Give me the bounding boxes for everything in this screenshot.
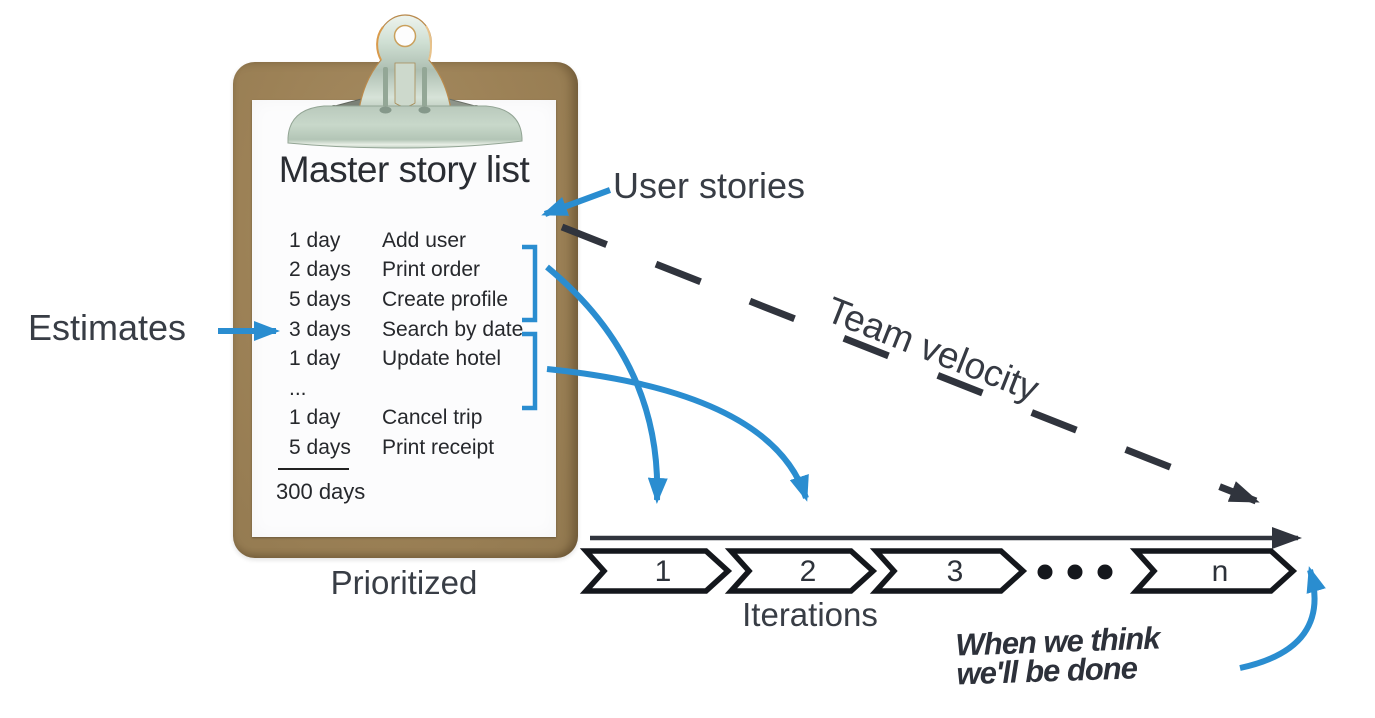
estimates-label: Estimates (28, 307, 187, 348)
story-estimate: ... (289, 376, 307, 400)
clipboard-clip-icon (287, 14, 523, 149)
iteration-3-number: 3 (947, 555, 964, 588)
clipboard-paper (252, 100, 556, 537)
iteration-chevron-1 (579, 548, 733, 594)
done-note-line2: we'll be done (955, 650, 1138, 692)
total-days: 300 days (276, 479, 366, 504)
story-estimate: 3 days (289, 317, 351, 341)
ellipsis-dots-icon (1037, 564, 1113, 580)
user-stories-label: User stories (613, 165, 806, 206)
story-title: Print order (382, 258, 481, 282)
story-estimate: 1 day (289, 228, 341, 252)
story-estimate: 2 days (289, 258, 351, 282)
story-row: 5 days Create profile (289, 285, 523, 315)
iteration-chevron-2 (724, 548, 878, 594)
story-row: 1 day Add user (289, 226, 523, 256)
story-row: ... (289, 374, 523, 404)
story-estimate: 1 day (289, 347, 341, 371)
iteration-2-number: 2 (800, 555, 817, 588)
story-title: Create profile (382, 287, 509, 311)
story-title: Add user (382, 228, 467, 252)
iteration-chevron-n (1129, 548, 1298, 594)
story-row: 1 day Update hotel (289, 344, 523, 374)
stories-to-iteration2-arrow (546, 366, 809, 502)
iteration-n-number: n (1212, 555, 1229, 588)
prioritized-caption: Prioritized (330, 564, 478, 601)
story-row: 5 days Print receipt (289, 433, 523, 463)
story-row: 3 days Search by date (289, 315, 523, 345)
done-note: When we think we'll be done (955, 620, 1161, 692)
story-title: Update hotel (382, 347, 502, 371)
master-story-list-title: Master story list (278, 149, 530, 190)
story-estimate: 5 days (289, 287, 351, 311)
sum-divider-line (278, 468, 349, 470)
iterations-label: Iterations (742, 596, 878, 633)
team-velocity-dashed-arrow (560, 223, 1260, 505)
iteration-1-number: 1 (655, 555, 672, 588)
story-row: 1 day Cancel trip (289, 404, 523, 434)
story-title: Search by date (382, 317, 524, 341)
iteration-chevron-3 (869, 548, 1028, 594)
story-title: Print receipt (382, 435, 495, 459)
story-row: 2 days Print order (289, 256, 523, 286)
story-title: Cancel trip (382, 406, 483, 430)
story-estimate: 5 days (289, 435, 351, 459)
done-note-arrow (1239, 566, 1326, 671)
story-estimate: 1 day (289, 406, 341, 430)
team-velocity-label: Team velocity (820, 289, 1045, 410)
story-list: 1 day Add user 2 days Print order 5 days… (289, 226, 523, 463)
